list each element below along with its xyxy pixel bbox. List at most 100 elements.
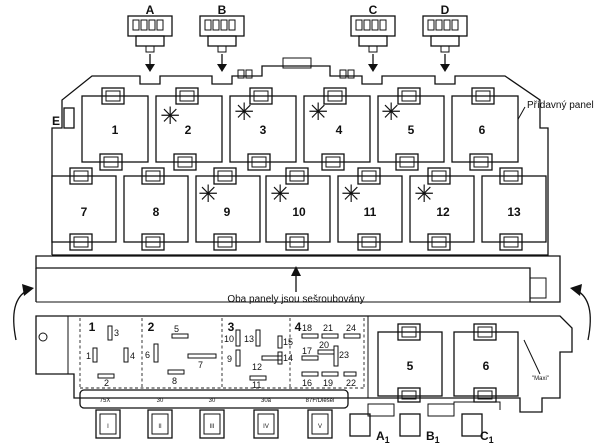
fuse-label: 7 <box>198 360 203 370</box>
fuse-label: 18 <box>302 323 312 333</box>
fuse-label: 9 <box>227 354 232 364</box>
connector-a-label: A <box>146 3 155 17</box>
relay-5-upper: ✳ 5 <box>377 87 445 171</box>
fuse-label: 16 <box>302 378 312 388</box>
svg-text:2: 2 <box>185 123 192 137</box>
curved-arrow-left-icon <box>13 289 29 341</box>
roman-connector-4: IV <box>253 409 279 439</box>
fuse-label: 20 <box>319 340 329 350</box>
fuse-label: 5 <box>174 324 179 334</box>
relay-4: ✳ 4 <box>303 87 371 171</box>
asterisk-icon: ✳ <box>234 98 254 126</box>
fuse-label: 14 <box>283 353 293 363</box>
svg-text:6: 6 <box>483 359 490 373</box>
relay-11: ✳ 11 <box>337 167 403 251</box>
asterisk-icon: ✳ <box>381 98 401 126</box>
bottom-label-strip <box>79 389 349 409</box>
connector-b-label: B <box>218 3 227 17</box>
relay-9: ✳ 9 <box>195 167 261 251</box>
fuse-label: 21 <box>323 323 333 333</box>
connector-e <box>63 107 75 129</box>
fuse-label: 12 <box>252 362 262 372</box>
svg-text:11: 11 <box>364 205 377 219</box>
connector-c: C <box>350 3 396 72</box>
connector-d-label: D <box>441 3 450 17</box>
svg-text:III: III <box>209 424 214 430</box>
fuse-group-4: 4 <box>295 320 302 334</box>
relay-7: 7 <box>51 167 117 251</box>
roman-connector-1: I <box>95 409 121 439</box>
strip-label: 30 <box>157 398 164 404</box>
svg-text:1: 1 <box>112 123 119 137</box>
svg-text:II: II <box>158 424 162 430</box>
roman-connector-3: III <box>199 409 225 439</box>
relay-12: ✳ 12 <box>409 167 475 251</box>
relay-1: 1 <box>81 87 149 171</box>
panels-bolted-label: Oba panely jsou sešroubovány <box>227 294 364 305</box>
curved-arrow-right-icon <box>575 289 591 341</box>
connector-c1-label: C1 <box>480 429 494 445</box>
fuse-group-3-fuses: 10 13 9 12 11 <box>224 329 283 390</box>
asterisk-icon: ✳ <box>198 180 218 208</box>
connector-d: D <box>422 3 468 72</box>
asterisk-icon: ✳ <box>341 180 361 208</box>
fuse-group-1: 1 <box>89 320 96 334</box>
fuse-label: 2 <box>104 378 109 388</box>
strip-label: 87F/Diesel <box>306 398 335 404</box>
relay-10: ✳ 10 <box>265 167 331 251</box>
fuse-group-1-fuses: 3 1 4 2 <box>86 325 135 388</box>
upper-panel-outline <box>51 65 549 256</box>
fuse-group-2: 2 <box>148 320 155 334</box>
maxi-label: "Maxi" <box>532 376 549 382</box>
fuse-group-2-fuses: 5 6 7 8 <box>145 324 217 386</box>
fuse-label: 19 <box>323 378 333 388</box>
strip-label: 30a <box>261 398 272 404</box>
fuse-label: 3 <box>114 328 119 338</box>
asterisk-icon: ✳ <box>270 180 290 208</box>
relay-6-lower: 6 <box>453 323 519 403</box>
fuse-label: 17 <box>302 346 312 356</box>
relay-2: ✳ 2 <box>155 87 223 171</box>
svg-text:IV: IV <box>263 424 269 430</box>
fuse-label: 22 <box>346 378 356 388</box>
relay-13: 13 <box>481 167 547 251</box>
lower-panel-outline <box>35 315 573 413</box>
svg-text:13: 13 <box>507 205 521 219</box>
svg-text:5: 5 <box>407 359 414 373</box>
svg-text:10: 10 <box>292 205 306 219</box>
fuse-group-3: 3 <box>228 320 235 334</box>
svg-text:6: 6 <box>479 123 486 137</box>
connector-e-label: E <box>52 114 60 128</box>
relay-6-upper: 6 <box>451 87 519 171</box>
bottom-connectors <box>349 401 501 437</box>
fuse-label: 4 <box>130 351 135 361</box>
fuse-label: 15 <box>283 337 293 347</box>
asterisk-icon: ✳ <box>160 102 180 130</box>
strip-label: 30 <box>209 398 216 404</box>
asterisk-icon: ✳ <box>414 180 434 208</box>
fuse-label: 10 <box>224 334 234 344</box>
strip-label: 75X <box>100 398 111 404</box>
svg-text:4: 4 <box>336 123 343 137</box>
svg-text:7: 7 <box>81 205 88 219</box>
roman-connector-2: II <box>147 409 173 439</box>
fuse-label: 23 <box>339 350 349 360</box>
connector-c-label: C <box>369 3 378 17</box>
fuse-label: 6 <box>145 350 150 360</box>
relay-5-lower: 5 <box>377 323 443 403</box>
svg-text:V: V <box>318 424 322 430</box>
fuse-label: 24 <box>346 323 356 333</box>
asterisk-icon: ✳ <box>308 98 328 126</box>
svg-text:9: 9 <box>224 205 231 219</box>
svg-text:12: 12 <box>436 205 450 219</box>
connector-b: B <box>199 3 245 72</box>
fuse-group-4-fuses: 18 21 24 15 14 17 20 23 16 19 22 <box>277 323 361 388</box>
fuse-label: 1 <box>86 351 91 361</box>
roman-connector-5: V <box>307 409 333 439</box>
relay-3: ✳ 3 <box>229 87 297 171</box>
fuse-label: 11 <box>252 380 261 390</box>
fuse-label: 8 <box>172 376 177 386</box>
connector-a: A <box>127 3 173 72</box>
svg-text:3: 3 <box>260 123 267 137</box>
